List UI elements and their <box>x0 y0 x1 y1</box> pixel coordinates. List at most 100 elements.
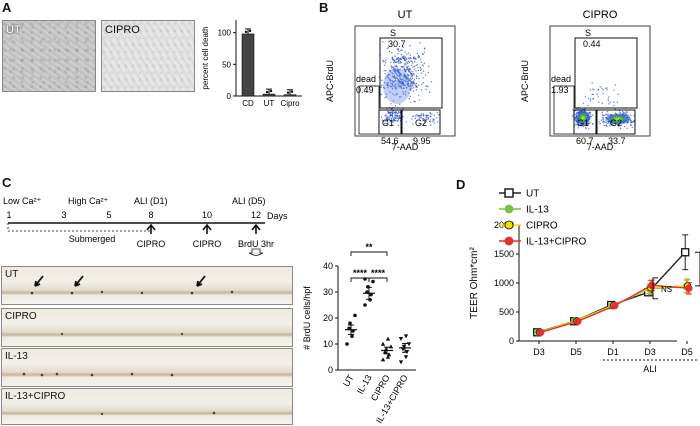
event-dot <box>402 55 404 58</box>
event-dot <box>398 79 400 82</box>
event-dot <box>389 85 391 87</box>
event-dot <box>423 121 426 123</box>
cipro-arrow-2 <box>202 223 212 234</box>
event-dot <box>414 60 416 63</box>
tissue-il13-cipro-label: IL-13+CIPRO <box>5 391 66 402</box>
event-dot <box>604 121 606 123</box>
event-dot <box>399 62 401 64</box>
event-dot <box>421 64 424 66</box>
event-dot <box>406 58 408 60</box>
event-dot <box>589 98 592 100</box>
bar <box>283 94 297 97</box>
day-5: 5 <box>106 210 111 220</box>
event-dot <box>410 78 412 80</box>
event-dot <box>414 100 416 103</box>
event-dot <box>409 68 412 71</box>
event-dot <box>401 81 404 83</box>
event-dot <box>407 57 410 59</box>
event-dot <box>397 48 400 50</box>
event-dot <box>380 86 383 88</box>
event-dot <box>406 53 408 55</box>
data-point <box>269 89 273 93</box>
event-dot <box>400 87 403 89</box>
event-dot <box>411 118 413 120</box>
event-dot <box>384 96 386 99</box>
event-dot <box>399 49 402 52</box>
event-dot <box>402 116 404 118</box>
data-point <box>248 29 252 33</box>
data-point <box>403 334 409 339</box>
submerged-label: Submerged <box>69 234 116 244</box>
event-dot <box>404 74 406 77</box>
g2-gate-value: 9.95 <box>413 136 431 146</box>
event-dot <box>417 66 419 69</box>
event-dot <box>396 58 399 60</box>
g2-gate <box>401 109 441 135</box>
ali-group-label: ALI <box>643 364 657 374</box>
flow-plot-title: UT <box>398 9 413 21</box>
event-dot <box>591 114 594 117</box>
event-dot <box>382 86 385 89</box>
event-dot <box>408 69 410 71</box>
event-dot <box>394 111 396 113</box>
event-dot <box>400 61 402 64</box>
significance-bracket <box>350 251 388 256</box>
event-dot <box>571 115 574 117</box>
event-dot <box>391 57 394 60</box>
arrow-icon <box>34 275 44 287</box>
event-dot <box>394 61 396 63</box>
event-dot <box>623 126 626 128</box>
event-dot <box>407 71 410 73</box>
event-dot <box>576 123 578 126</box>
data-point <box>380 357 386 362</box>
event-dot <box>382 59 384 62</box>
event-dot <box>381 84 383 86</box>
legend-marker <box>504 204 514 214</box>
tissue-cipro-nuclei <box>60 332 184 336</box>
event-dot <box>410 89 412 92</box>
event-dot <box>412 66 414 68</box>
event-dot <box>419 117 421 119</box>
ali-d1-label: ALI (D1) <box>134 196 168 206</box>
event-dot <box>416 86 419 88</box>
event-dot <box>399 103 401 105</box>
event-dot <box>418 94 420 96</box>
event-dot <box>406 67 408 69</box>
event-dot <box>420 68 422 70</box>
data-point <box>363 303 367 307</box>
g1-gate-value: 54.6 <box>381 136 399 146</box>
plot-frame <box>549 25 651 137</box>
event-dot <box>604 87 607 89</box>
event-dot <box>401 56 403 59</box>
event-dot <box>429 113 432 115</box>
event-dot <box>389 82 392 85</box>
event-dot <box>433 114 436 117</box>
event-dot <box>389 73 391 76</box>
event-dot <box>420 114 422 116</box>
event-dot <box>387 47 390 49</box>
x-tick-label: D5 <box>570 347 582 357</box>
event-dot <box>407 62 409 65</box>
event-dot <box>427 114 430 117</box>
panel-b-label: B <box>319 0 329 15</box>
event-dot <box>388 50 391 53</box>
event-dot <box>425 88 427 90</box>
event-dot <box>431 113 433 115</box>
tissue-ut-arrows <box>30 275 234 295</box>
event-dot <box>395 61 397 63</box>
event-dot <box>393 74 396 77</box>
event-dot <box>422 77 424 79</box>
data-point <box>265 90 269 94</box>
dead-gate-value: 1.93 <box>551 85 569 95</box>
data-point <box>345 342 349 346</box>
event-dot <box>392 73 394 75</box>
event-dot <box>438 114 440 116</box>
s-gate-value: 30.7 <box>388 39 406 49</box>
event-dot <box>616 101 618 104</box>
event-dot <box>422 65 425 67</box>
event-dot <box>406 77 409 79</box>
event-dot <box>597 89 600 91</box>
event-dot <box>427 118 430 120</box>
event-dot <box>589 111 591 113</box>
